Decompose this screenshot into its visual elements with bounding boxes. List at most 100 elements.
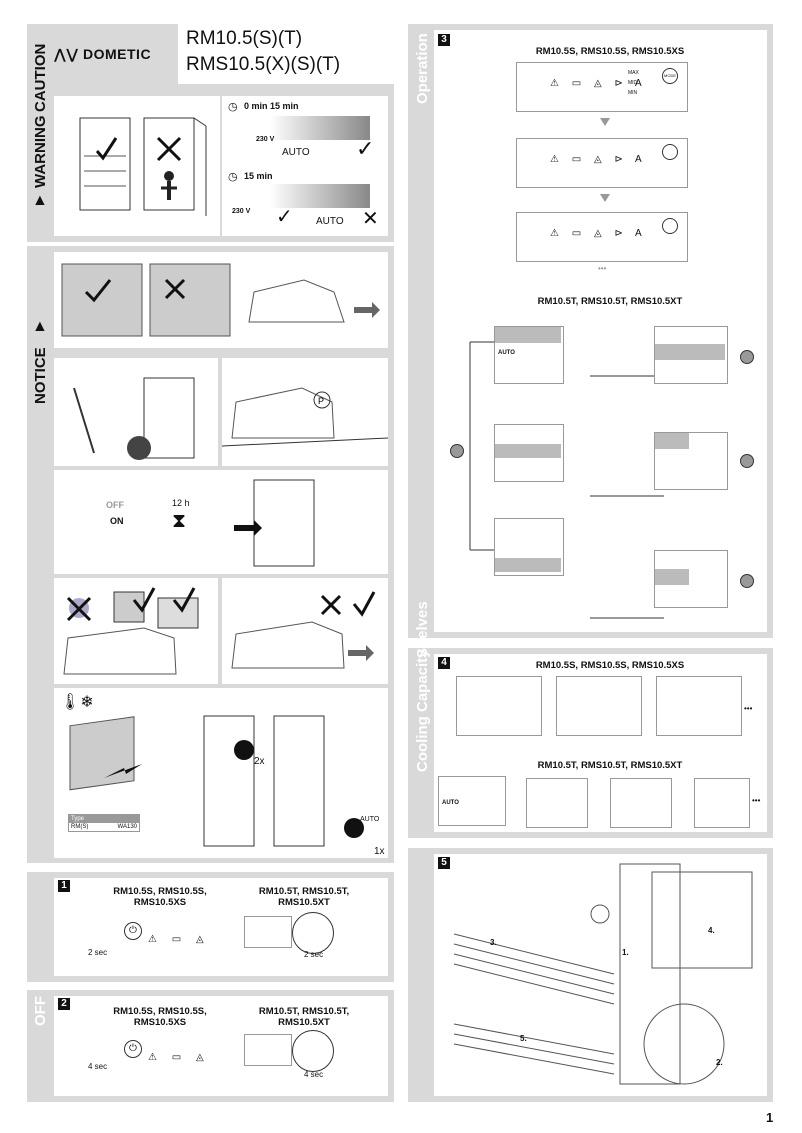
rotary-knob-icon[interactable] <box>450 444 464 458</box>
voltage-label-2: 230 V <box>232 208 251 215</box>
capacity-panel-1 <box>456 676 542 736</box>
notice-transport-illustration <box>54 358 218 466</box>
rotary-knob-icon[interactable] <box>740 350 754 364</box>
warning-timing-panel: ◷ 0 min 15 min 230 V AUTO ✓ ◷ 15 min 230… <box>222 96 388 236</box>
model-title-box: RM10.5(S)(T) RMS10.5(X)(S)(T) <box>178 24 394 84</box>
step4-ellipsis-bottom: ••• <box>752 796 761 805</box>
auto-small-label: AUTO <box>360 816 380 823</box>
off-label-side: OFF <box>32 996 49 1026</box>
step1-t-display <box>244 916 292 948</box>
notice-ventilation-right <box>222 578 388 684</box>
step4-bottom-models: RM10.5T, RMS10.5T, RMS10.5XT <box>537 760 683 771</box>
control-panel-2 <box>516 138 688 188</box>
step1-left-models: RM10.5S, RMS10.5S, RMS10.5XS <box>113 886 207 908</box>
twox-label: 2x <box>254 756 265 767</box>
auto-label-1: AUTO <box>282 147 310 158</box>
mode-button[interactable]: MODE <box>662 68 678 84</box>
capacity-t-auto: AUTO <box>442 800 459 806</box>
page-number: 1 <box>766 1110 774 1125</box>
type-model: RM(S) <box>71 824 89 830</box>
step1-left-time: 2 sec <box>88 948 108 957</box>
progress-arrow-2 <box>270 184 370 208</box>
t-display-3-bar <box>495 558 561 572</box>
callout-4: 4. <box>708 926 715 935</box>
notice-startup-illustration: OFF ON 12 h ⧗ <box>54 470 388 574</box>
level-max: MAX <box>628 70 639 76</box>
warning-label: WARNING <box>32 115 49 189</box>
step2-t-knob[interactable] <box>292 1030 334 1072</box>
step3-top-models: RM10.5S, RMS10.5S, RMS10.5XS <box>535 46 685 57</box>
notice-triangle-icon: ▲ <box>32 318 48 335</box>
hourglass-icon: ⧗ <box>172 510 187 532</box>
step4-top-models: RM10.5S, RMS10.5S, RMS10.5XS <box>535 660 685 671</box>
rotary-knob-icon[interactable] <box>740 574 754 588</box>
notice-door-illustration <box>54 252 388 348</box>
check-icon: ✓ <box>276 206 293 228</box>
power-button-icon[interactable]: ⏻ <box>124 1040 142 1058</box>
callout-3: 3. <box>490 938 497 947</box>
time-label-1: 0 min 15 min <box>244 101 299 111</box>
step2-left-time: 4 sec <box>88 1062 108 1071</box>
t-auto-label-1: AUTO <box>498 350 515 356</box>
model-line-1: RM10.5(S)(T) <box>186 28 303 49</box>
step1-right-time: 2 sec <box>304 950 324 959</box>
step4-ellipsis-top: ••• <box>744 704 753 713</box>
cooling-capacity-label: Cooling Capacity <box>414 649 431 772</box>
mode-button[interactable] <box>662 218 678 234</box>
onex-label: 1x <box>374 846 385 857</box>
step5-number: 5 <box>438 857 450 869</box>
capacity-t-panel-4 <box>694 778 750 828</box>
callout-5: 5. <box>520 1034 527 1043</box>
status-icons: ⚠ ▭ ◬ <box>148 1052 210 1063</box>
step2-number: 2 <box>58 998 70 1010</box>
capacity-panel-3 <box>656 676 742 736</box>
level-mid: MID <box>628 80 638 86</box>
step1-right-models: RM10.5T, RMS10.5T, RMS10.5XT <box>258 886 350 908</box>
off-label: OFF <box>106 500 124 510</box>
t-display-1-bar <box>495 327 561 343</box>
capacity-t-panel-1 <box>438 776 506 826</box>
clock-icon: ◷ <box>228 101 238 113</box>
caution-label: CAUTION <box>32 43 49 112</box>
control-panel-1 <box>516 62 688 112</box>
notice-label: NOTICE <box>32 347 49 404</box>
t-flow-lines <box>469 341 664 619</box>
progress-arrow-1 <box>270 116 370 140</box>
control-panel-3 <box>516 212 688 262</box>
check-icon: ✓ <box>356 136 375 161</box>
step2-right-time: 4 sec <box>304 1070 324 1079</box>
step2-left-models: RM10.5S, RMS10.5S, RMS10.5XS <box>113 1006 207 1028</box>
clock-icon: ◷ <box>228 171 238 183</box>
warning-triangle-icon: ▲ <box>32 192 48 209</box>
step1-number: 1 <box>58 880 70 892</box>
cross-icon: ✕ <box>362 208 379 230</box>
model-line-2: RMS10.5(X)(S)(T) <box>186 54 341 75</box>
step2-t-display <box>244 1034 292 1066</box>
step3-number: 3 <box>438 34 450 46</box>
panel-icons: ⚠ ▭ ◬ ⊳ A <box>550 78 647 89</box>
thermometer-snow-icon: 🌡❄ <box>60 694 94 711</box>
type-table: Type RM(S) WA130 <box>68 814 140 832</box>
t-submenu-3-bar <box>655 569 689 585</box>
auto-label-2: AUTO <box>316 216 344 227</box>
hours-label: 12 h <box>172 498 190 508</box>
step3-bottom-models: RM10.5T, RMS10.5T, RMS10.5XT <box>537 296 683 307</box>
t-submenu-2-bar <box>655 433 689 449</box>
operation-label: Operation <box>414 33 431 104</box>
shelves-label: Shelves <box>414 601 431 658</box>
power-button-icon[interactable]: ⏻ <box>124 922 142 940</box>
step4-number: 4 <box>438 657 450 669</box>
mode-button[interactable] <box>662 144 678 160</box>
warning-fridge-illustration <box>54 96 220 236</box>
brand-name: DOMETIC <box>83 46 152 62</box>
logo-mark-icon: ⋀⋁ <box>54 46 79 62</box>
step3-ellipsis: ••• <box>598 264 607 273</box>
notice-ventilation-left <box>54 578 218 684</box>
panel-icons: ⚠ ▭ ◬ ⊳ A <box>550 228 647 239</box>
level-min: MIN <box>628 90 638 96</box>
rotary-knob-icon[interactable] <box>740 454 754 468</box>
type-part: WA130 <box>117 824 137 830</box>
step1-t-knob[interactable] <box>292 912 334 954</box>
callout-2: 2. <box>716 1058 723 1067</box>
voltage-label-1: 230 V <box>256 136 275 143</box>
